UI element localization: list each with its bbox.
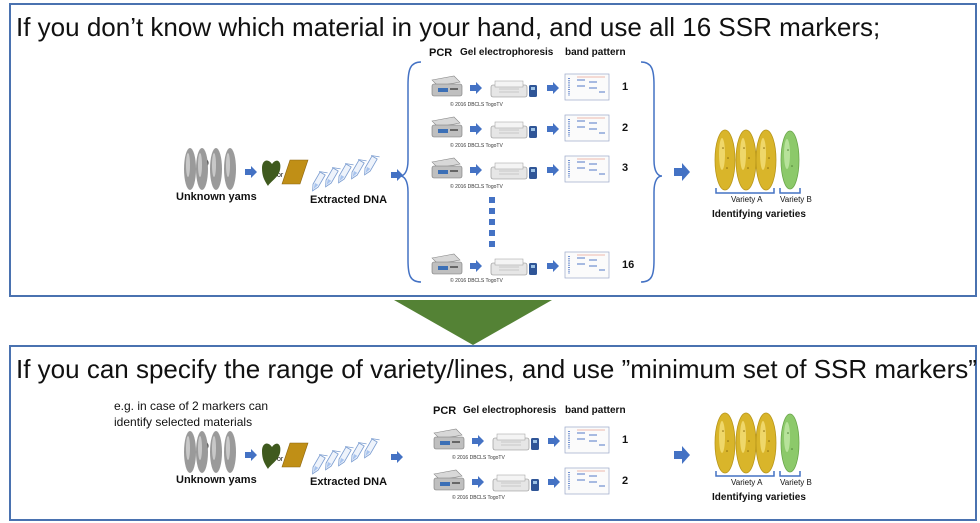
- process-arrow-icon: [548, 476, 560, 488]
- gel-box-icon: [490, 258, 538, 276]
- marker-number: 2: [622, 475, 629, 487]
- pcr-machine-icon: [433, 428, 465, 450]
- identifying-varieties-label: Identifying varieties: [712, 209, 806, 220]
- or-label: or: [277, 456, 284, 463]
- marker-number: 1: [622, 81, 629, 93]
- marker-number: 16: [622, 259, 635, 271]
- credit-text: © 2016 DBCLS TogoTV: [452, 495, 505, 501]
- process-arrow-icon: [391, 169, 403, 181]
- marker-number: 1: [622, 434, 629, 446]
- band-pattern-icon: [564, 467, 610, 495]
- note-line-1: e.g. in case of 2 markers can: [114, 399, 269, 413]
- band-pattern-icon: [564, 114, 610, 142]
- process-arrow-icon: [470, 123, 482, 135]
- process-arrow-icon: [547, 260, 559, 272]
- left-bracket-icon: [399, 61, 422, 283]
- credit-text: © 2016 DBCLS TogoTV: [452, 455, 505, 461]
- band-pattern-icon: [564, 426, 610, 454]
- panel-title-top: If you don’t know which material in your…: [16, 12, 881, 42]
- header-gel: Gel electrophoresis: [463, 405, 557, 416]
- identified-yams-icon: [714, 412, 800, 474]
- extracted-dna-label: Extracted DNA: [310, 476, 388, 488]
- pcr-machine-icon: [431, 75, 463, 97]
- band-pattern-icon: [564, 155, 610, 183]
- process-arrow-icon: [245, 166, 257, 178]
- process-arrow-icon: [470, 82, 482, 94]
- band-pattern-icon: [564, 251, 610, 279]
- pcr-machine-icon: [431, 253, 463, 275]
- header-band: band pattern: [565, 405, 626, 416]
- variety-a-label: Variety A: [731, 478, 763, 487]
- process-arrow-icon: [391, 451, 403, 463]
- process-arrow-icon: [547, 123, 559, 135]
- credit-text: © 2016 DBCLS TogoTV: [450, 278, 503, 284]
- pcr-machine-icon: [433, 469, 465, 491]
- identifying-varieties-label: Identifying varieties: [712, 492, 806, 503]
- variety-a-bracket-icon: [715, 188, 775, 194]
- process-arrow-icon: [547, 164, 559, 176]
- or-label: or: [277, 172, 284, 179]
- unknown-yams-icon: [184, 148, 236, 190]
- gel-box-icon: [490, 162, 538, 180]
- panel-title-bottom: If you can specify the range of variety/…: [16, 354, 977, 384]
- extracted-dna-label: Extracted DNA: [310, 194, 388, 206]
- result-arrow-icon: [674, 446, 690, 464]
- header-gel: Gel electrophoresis: [460, 47, 554, 58]
- pcr-machine-icon: [431, 157, 463, 179]
- gel-box-icon: [490, 121, 538, 139]
- header-band: band pattern: [565, 47, 626, 58]
- process-arrow-icon: [472, 435, 484, 447]
- ellipsis-dots-icon: [489, 197, 495, 247]
- variety-b-bracket-icon: [779, 188, 801, 194]
- unknown-yams-label: Unknown yams: [176, 191, 257, 203]
- gel-box-icon: [492, 433, 540, 451]
- identified-yams-icon: [714, 129, 800, 191]
- header-pcr: PCR: [429, 47, 453, 59]
- note-line-2: identify selected materials: [114, 415, 253, 429]
- process-arrow-icon: [548, 435, 560, 447]
- dna-tubes-icon: [308, 435, 381, 477]
- panel-all-markers: [9, 3, 977, 297]
- variety-a-label: Variety A: [731, 195, 763, 204]
- down-arrow-icon: [394, 300, 552, 345]
- leaf-icon: [262, 160, 281, 186]
- variety-b-bracket-icon: [779, 471, 801, 477]
- leaf-icon: [262, 443, 281, 469]
- right-bracket-icon: [640, 61, 663, 283]
- process-arrow-icon: [472, 476, 484, 488]
- variety-a-bracket-icon: [715, 471, 775, 477]
- credit-text: © 2016 DBCLS TogoTV: [450, 102, 503, 108]
- dna-tubes-icon: [308, 152, 381, 194]
- process-arrow-icon: [245, 449, 257, 461]
- variety-b-label: Variety B: [780, 478, 812, 487]
- gel-box-icon: [492, 474, 540, 492]
- band-pattern-icon: [564, 73, 610, 101]
- pcr-machine-icon: [431, 116, 463, 138]
- process-arrow-icon: [470, 164, 482, 176]
- variety-b-label: Variety B: [780, 195, 812, 204]
- credit-text: © 2016 DBCLS TogoTV: [450, 143, 503, 149]
- credit-text: © 2016 DBCLS TogoTV: [450, 184, 503, 190]
- result-arrow-icon: [674, 163, 690, 181]
- unknown-yams-icon: [184, 431, 236, 473]
- marker-number: 3: [622, 162, 629, 174]
- process-arrow-icon: [470, 260, 482, 272]
- process-arrow-icon: [547, 82, 559, 94]
- header-pcr: PCR: [433, 405, 457, 417]
- marker-number: 2: [622, 122, 629, 134]
- tuber-slice-icon: [281, 442, 309, 468]
- gel-box-icon: [490, 80, 538, 98]
- unknown-yams-label: Unknown yams: [176, 474, 257, 486]
- tuber-slice-icon: [281, 159, 309, 185]
- panel-minimum-markers: [9, 345, 977, 521]
